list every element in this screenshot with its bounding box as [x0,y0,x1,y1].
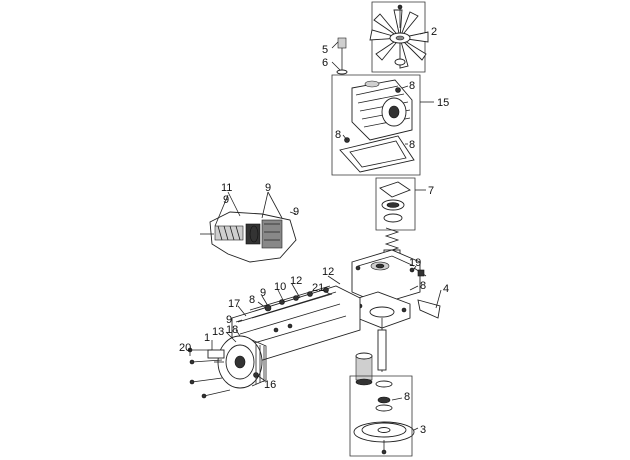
callout-8: 8 [249,294,255,306]
callout-3: 3 [420,424,426,436]
callout-9: 9 [293,206,299,218]
callout-9: 9 [260,287,266,299]
callout-16: 16 [264,379,276,391]
callout-1: 1 [204,332,210,344]
callout-9: 9 [223,194,229,206]
callout-labels: 2 5 6 8 15 8 8 7 11 9 9 9 19 12 4 8 21 1… [179,26,449,436]
callout-7: 7 [428,185,434,197]
detail-section-view [200,211,297,263]
end-cap-motor [187,335,267,399]
callout-9: 9 [226,314,232,326]
pump-block [375,177,416,231]
callout-8: 8 [409,139,415,151]
callout-21: 21 [312,282,324,294]
callout-20: 20 [179,342,191,354]
filter-cartridge [355,352,373,386]
callout-19: 19 [409,257,421,269]
leader-lines [189,31,442,431]
callout-8: 8 [404,391,410,403]
callout-13: 13 [212,326,224,338]
callout-17: 17 [228,298,240,310]
callout-12: 12 [290,275,302,287]
main-housing [351,249,441,319]
callout-6: 6 [322,57,328,69]
callout-4: 4 [443,283,449,295]
callout-15: 15 [437,97,449,109]
callout-9: 9 [265,182,271,194]
callout-10: 10 [274,281,286,293]
callout-18: 18 [226,324,238,336]
callout-11: 11 [221,182,232,194]
cooling-fan [369,1,429,73]
bearing-and-pulley [349,375,415,457]
breather-cap [336,37,348,75]
callout-5: 5 [322,44,328,56]
callout-8: 8 [409,80,415,92]
callout-8: 8 [335,129,341,141]
callout-12: 12 [322,266,334,278]
callout-8: 8 [420,280,426,292]
callout-2: 2 [431,26,437,38]
finned-housing [331,74,421,176]
